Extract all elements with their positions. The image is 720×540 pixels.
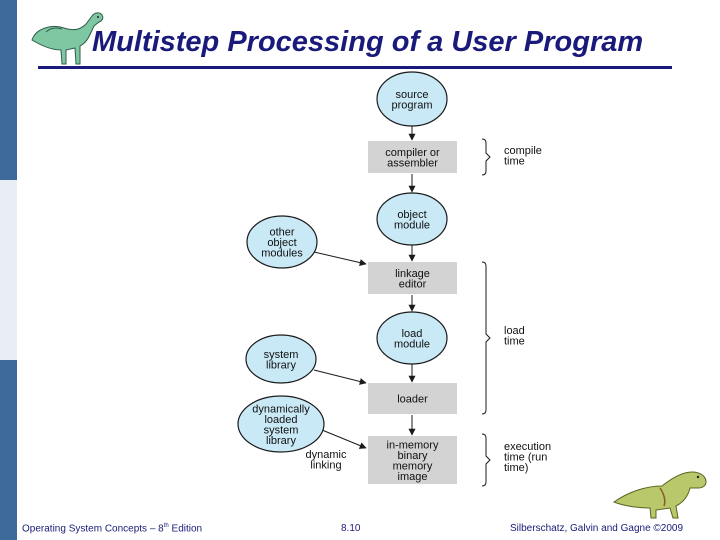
edge-dynlib-to-image bbox=[321, 429, 367, 449]
node-label: library bbox=[266, 435, 296, 447]
node-label: modules bbox=[261, 248, 303, 260]
brace-execution bbox=[481, 433, 491, 487]
dynamic-linking-label: dynamic bbox=[306, 449, 347, 461]
node-label: module bbox=[394, 338, 430, 350]
node-label: object bbox=[397, 209, 426, 221]
node-label: source bbox=[395, 89, 428, 101]
footer-left: Operating System Concepts – 8th Edition bbox=[22, 523, 202, 534]
node-ellipse bbox=[376, 192, 448, 246]
sidebar-segment bbox=[0, 0, 17, 180]
node-ellipse bbox=[237, 395, 325, 453]
node-label: program bbox=[392, 99, 433, 111]
node-label: library bbox=[266, 359, 296, 371]
node-ellipse bbox=[245, 334, 317, 384]
node-label: other bbox=[269, 227, 294, 239]
dinosaur-icon bbox=[612, 471, 707, 519]
title-underline bbox=[38, 66, 672, 69]
phase-label-compile: compile bbox=[504, 145, 542, 157]
node-box bbox=[368, 262, 457, 294]
brace-compile bbox=[481, 138, 491, 176]
footer-page-number: 8.10 bbox=[341, 523, 361, 534]
phase-label-load: load bbox=[504, 325, 525, 337]
node-label: loader bbox=[397, 394, 428, 406]
node-ellipse bbox=[376, 71, 448, 127]
node-label: image bbox=[398, 471, 428, 483]
footer-left-suffix: Edition bbox=[168, 523, 203, 535]
node-label: load bbox=[402, 328, 423, 340]
node-label: compiler or bbox=[385, 147, 440, 159]
brace-load bbox=[481, 261, 491, 415]
phase-label-execution: time (run bbox=[504, 452, 547, 464]
dynamic-linking-label: linking bbox=[310, 459, 341, 471]
phase-label-execution: execution bbox=[504, 441, 551, 453]
node-ellipse bbox=[376, 311, 448, 365]
dinosaur-icon bbox=[31, 12, 104, 65]
node-label: system bbox=[264, 349, 299, 361]
phase-label-compile: time bbox=[504, 156, 525, 168]
node-loader: loader bbox=[368, 383, 457, 414]
node-box bbox=[368, 436, 457, 484]
node-label: assembler bbox=[387, 157, 438, 169]
phase-label-execution: time) bbox=[504, 462, 528, 474]
node-label: module bbox=[394, 219, 430, 231]
node-label: editor bbox=[399, 278, 427, 290]
node-label: loaded bbox=[264, 414, 297, 426]
node-label: binary bbox=[398, 450, 428, 462]
slide-title: Multistep Processing of a User Program bbox=[92, 26, 644, 58]
node-box bbox=[368, 383, 457, 414]
edge-syslib-to-loader bbox=[313, 369, 367, 385]
node-label: memory bbox=[393, 460, 433, 472]
node-label: system bbox=[264, 424, 299, 436]
edge-other-to-linkage bbox=[313, 251, 367, 266]
node-label: in-memory bbox=[387, 439, 439, 451]
footer-left-prefix: Operating System Concepts – 8 bbox=[22, 523, 164, 535]
node-label: object bbox=[267, 237, 296, 249]
node-label: dynamically bbox=[252, 403, 310, 415]
phase-label-load: time bbox=[504, 336, 525, 348]
sidebar-strip bbox=[0, 0, 17, 540]
footer-left-sup: th bbox=[163, 523, 169, 529]
node-ellipse bbox=[246, 215, 318, 269]
node-box bbox=[368, 141, 457, 173]
node-label: linkage bbox=[395, 268, 430, 280]
sidebar-segment bbox=[0, 360, 17, 540]
sidebar-segment bbox=[0, 180, 17, 360]
footer-right: Silberschatz, Galvin and Gagne ©2009 bbox=[510, 523, 684, 534]
